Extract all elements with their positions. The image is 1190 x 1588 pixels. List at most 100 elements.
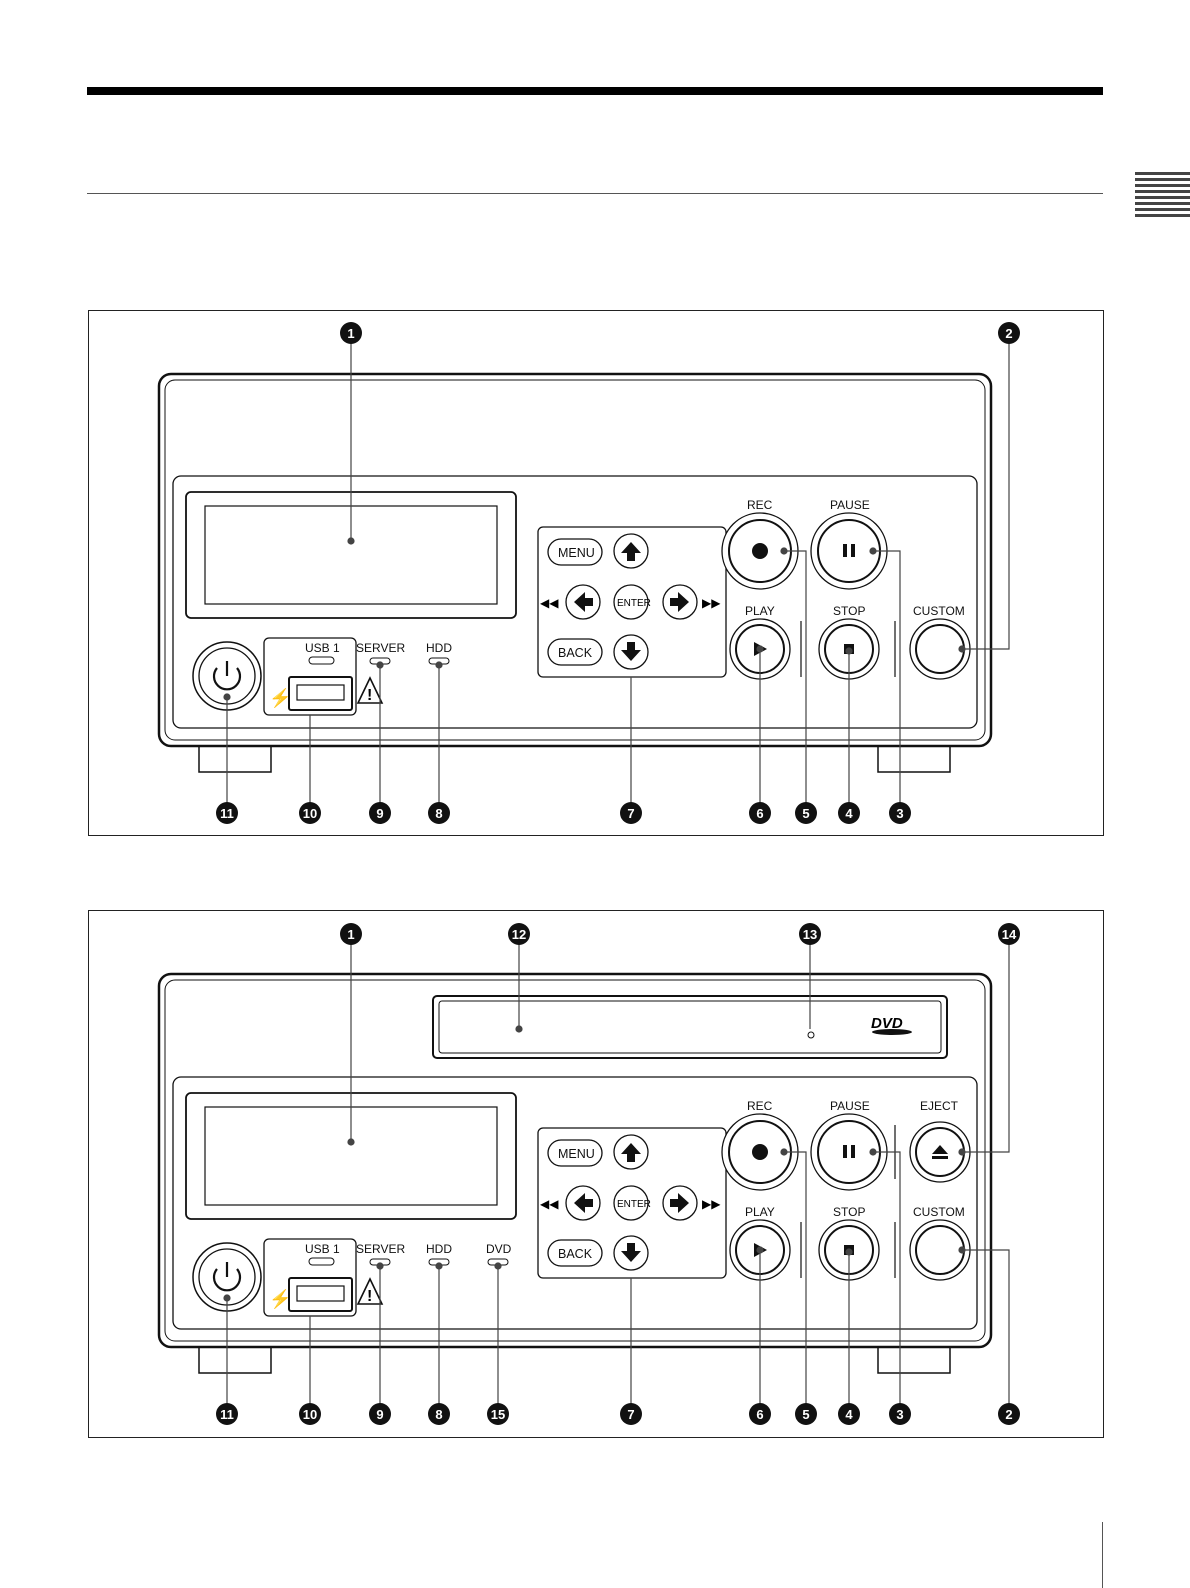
control-pad: MENU ◀◀ ENTER ▶▶ BACK [538,1128,726,1278]
svg-text:MENU: MENU [558,1147,595,1161]
svg-text:HDD: HDD [426,1242,452,1256]
callout-9: 9 [369,802,391,824]
callout-4: 4 [838,802,860,824]
menu-button[interactable]: MENU [548,1140,602,1166]
hdd-indicator: HDD [426,1242,452,1265]
pause-label: PAUSE [830,498,870,512]
top-heading-rule [87,87,1103,95]
svg-text:4: 4 [845,806,853,821]
svg-text:10: 10 [303,806,317,821]
svg-text:6: 6 [756,806,763,821]
warning-icon: ! [358,678,382,704]
usb-label: USB 1 [305,641,340,655]
play-label: PLAY [745,1205,775,1219]
fast-forward-icon: ▶▶ [702,1197,721,1211]
svg-text:7: 7 [627,1407,634,1422]
callout-8: 8 [428,802,450,824]
svg-text:5: 5 [802,1407,809,1422]
svg-text:!: ! [367,1288,372,1305]
svg-text:3: 3 [896,806,903,821]
callout-12: 12 [508,923,530,945]
rewind-icon: ◀◀ [540,1197,559,1211]
callout-1: 1 [340,923,362,945]
rec-label: REC [747,1099,773,1113]
down-arrow-button[interactable] [614,1236,648,1270]
dvd-logo-disc-icon [872,1029,912,1035]
svg-text:DVD: DVD [486,1242,512,1256]
svg-text:9: 9 [376,1407,383,1422]
front-panel-figure-1: USB 1 ⚡ ! SERVER HDD MENU ◀◀ [88,310,1104,836]
callout-1: 1 [340,322,362,344]
callout-2: 2 [998,1403,1020,1425]
callout-2: 2 [998,322,1020,344]
server-indicator: SERVER [356,641,405,664]
callout-7: 7 [620,1403,642,1425]
custom-label: CUSTOM [913,604,965,618]
svg-text:SERVER: SERVER [356,1242,405,1256]
svg-text:6: 6 [756,1407,763,1422]
page-margin-rule [1102,1522,1103,1588]
section-rule [87,193,1103,194]
svg-text:7: 7 [627,806,634,821]
callout-10: 10 [299,1403,321,1425]
right-arrow-button[interactable] [663,1186,697,1220]
callout-9: 9 [369,1403,391,1425]
callout-15: 15 [487,1403,509,1425]
callout-4: 4 [838,1403,860,1425]
callout-10: 10 [299,802,321,824]
left-arrow-button[interactable] [566,1186,600,1220]
custom-label: CUSTOM [913,1205,965,1219]
svg-text:14: 14 [1002,927,1017,942]
pause-label: PAUSE [830,1099,870,1113]
svg-text:1: 1 [347,927,354,942]
svg-text:8: 8 [435,1407,442,1422]
chapter-tab-marker [1135,172,1190,224]
callout-3: 3 [889,802,911,824]
left-arrow-button[interactable] [566,585,600,619]
warning-icon: ! [358,1279,382,1305]
svg-text:4: 4 [845,1407,853,1422]
up-arrow-button[interactable] [614,1135,648,1169]
callout-leaders [224,941,1009,1413]
svg-text:11: 11 [220,1407,234,1422]
svg-text:SERVER: SERVER [356,641,405,655]
eject-label: EJECT [920,1099,959,1113]
svg-text:5: 5 [802,806,809,821]
svg-text:ENTER: ENTER [617,598,651,609]
svg-text:ENTER: ENTER [617,1199,651,1210]
svg-text:MENU: MENU [558,546,595,560]
down-arrow-button[interactable] [614,635,648,669]
svg-text:1: 1 [347,326,354,341]
svg-text:8: 8 [435,806,442,821]
rewind-icon: ◀◀ [540,596,559,610]
svg-text:13: 13 [803,927,817,942]
dvd-indicator: DVD [486,1242,512,1265]
svg-text:HDD: HDD [426,641,452,655]
svg-text:15: 15 [491,1407,505,1422]
usb-icon: ⚡ [269,687,291,709]
callout-11: 11 [216,802,238,824]
stop-label: STOP [833,1205,865,1219]
svg-text:BACK: BACK [558,1247,593,1261]
enter-button[interactable]: ENTER [614,1186,651,1220]
up-arrow-button[interactable] [614,534,648,568]
hdd-indicator: HDD [426,641,452,664]
enter-button[interactable]: ENTER [614,585,651,619]
callout-7: 7 [620,802,642,824]
back-button[interactable]: BACK [548,1240,602,1266]
server-indicator: SERVER [356,1242,405,1265]
svg-text:2: 2 [1005,1407,1012,1422]
fast-forward-icon: ▶▶ [702,596,721,610]
front-panel-figure-2: DVD USB 1 ⚡ ! SERVER HDD DVD [88,910,1104,1438]
dvd-tray[interactable]: DVD [433,996,947,1058]
usb-icon: ⚡ [269,1288,291,1310]
callout-13: 13 [799,923,821,945]
callout-14: 14 [998,923,1020,945]
right-arrow-button[interactable] [663,585,697,619]
callout-5: 5 [795,1403,817,1425]
callout-11: 11 [216,1403,238,1425]
menu-button[interactable]: MENU [548,539,602,565]
callout-leaders [224,341,1009,813]
back-button[interactable]: BACK [548,639,602,665]
callout-6: 6 [749,1403,771,1425]
